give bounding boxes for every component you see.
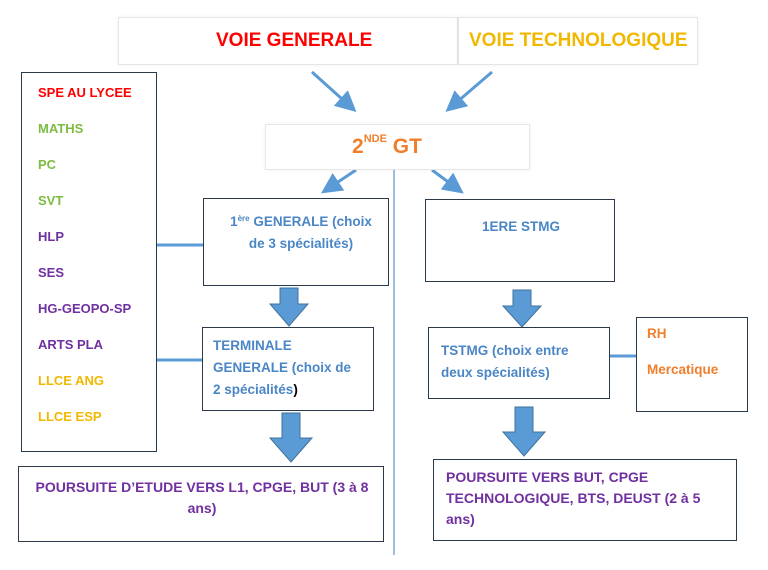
poursuite-techno-box: POURSUITE VERS BUT, CPGE TECHNOLOGIQUE, … bbox=[433, 459, 737, 541]
spe-list-box: SPE AU LYCEE MATHS PC SVT HLP SES HG-GEOPO-SP… bbox=[21, 72, 157, 452]
seconde-sup: NDE bbox=[363, 133, 387, 145]
terminale-line3: 2 spécialités) bbox=[213, 379, 373, 401]
spe-item: HLP bbox=[38, 229, 64, 244]
poursuite-generale-line1: POURSUITE D’ETUDE VERS L1, CPGE, BUT (3 … bbox=[35, 479, 369, 495]
premiere-sup: ère bbox=[237, 214, 250, 223]
spe-mercatique: Mercatique bbox=[647, 362, 719, 377]
tstmg-line2: deux spécialités) bbox=[441, 365, 550, 380]
poursuite-generale-box: POURSUITE D’ETUDE VERS L1, CPGE, BUT (3 … bbox=[18, 466, 384, 542]
premiere-generale-box: 1ère GENERALE (choix de 3 spécialités) bbox=[203, 198, 389, 286]
arrow-seconde-to-premiere-generale bbox=[321, 168, 357, 194]
down-arrow-stmg-to-tstmg bbox=[501, 289, 543, 328]
poursuite-generale-line2: ans) bbox=[187, 500, 217, 516]
spe-item: LLCE ANG bbox=[38, 373, 104, 388]
spe-item: MATHS bbox=[38, 121, 84, 136]
stmg-specialites-box: RH Mercatique bbox=[636, 317, 748, 412]
seconde-num: 2 bbox=[352, 135, 364, 158]
premiere-num: 1 bbox=[230, 214, 238, 229]
seconde-gt-label: 2NDE GT bbox=[352, 133, 422, 159]
poursuite-techno-text: POURSUITE VERS BUT, CPGE TECHNOLOGIQUE, … bbox=[446, 467, 736, 530]
poursuite-generale-text: POURSUITE D’ETUDE VERS L1, CPGE, BUT (3 … bbox=[19, 477, 385, 519]
poursuite-techno-line3: ans) bbox=[446, 511, 475, 527]
spe-item: LLCE ESP bbox=[38, 409, 102, 424]
premiere-generale-text: 1ère GENERALE (choix de 3 spécialités) bbox=[214, 211, 388, 255]
spe-list-title: SPE AU LYCEE bbox=[38, 85, 132, 100]
voie-generale-label: VOIE GENERALE bbox=[216, 30, 373, 51]
arrow-seconde-to-premiere-stmg bbox=[431, 168, 464, 194]
spe-item: HG-GEOPO-SP bbox=[38, 301, 132, 316]
voie-technologique-label: VOIE TECHNOLOGIQUE bbox=[469, 30, 688, 51]
seconde-gt-box: 2NDE GT bbox=[265, 124, 530, 170]
tstmg-text: TSTMG (choix entre deux spécialités) bbox=[441, 340, 609, 384]
voie-generale-box: VOIE GENERALE bbox=[118, 17, 458, 65]
voie-technologique-box: VOIE TECHNOLOGIQUE bbox=[458, 17, 698, 65]
terminale-generale-text: TERMINALE GENERALE (choix de 2 spécialit… bbox=[213, 335, 373, 401]
premiere-line1-rest: GENERALE (choix bbox=[249, 214, 372, 229]
spe-item: PC bbox=[38, 157, 57, 172]
spe-item: SES bbox=[38, 265, 65, 280]
arrow-techno-to-seconde bbox=[445, 70, 493, 112]
tstmg-box: TSTMG (choix entre deux spécialités) bbox=[428, 327, 610, 399]
arrow-generale-to-seconde bbox=[310, 70, 357, 113]
terminale-line3-blue: 2 spécialités bbox=[213, 382, 294, 397]
spe-item: ARTS PLA bbox=[38, 337, 103, 352]
poursuite-techno-line2: TECHNOLOGIQUE, BTS, DEUST (2 à 5 bbox=[446, 490, 701, 506]
terminale-line1: TERMINALE bbox=[213, 338, 292, 353]
terminale-generale-box: TERMINALE GENERALE (choix de 2 spécialit… bbox=[202, 327, 374, 411]
premiere-generale-line2: de 3 spécialités) bbox=[248, 236, 354, 251]
terminale-line2: GENERALE (choix de bbox=[213, 360, 352, 375]
down-arrow-terminale-to-poursuite bbox=[268, 412, 314, 463]
terminale-line3-end: ) bbox=[293, 382, 298, 397]
poursuite-techno-line1: POURSUITE VERS BUT, CPGE bbox=[446, 469, 649, 485]
spe-rh: RH bbox=[647, 326, 667, 341]
down-arrow-tstmg-to-poursuite bbox=[501, 406, 547, 457]
premiere-stmg-box: 1ERE STMG bbox=[425, 199, 615, 282]
spe-item: SVT bbox=[38, 193, 64, 208]
premiere-generale-line1: 1ère GENERALE (choix bbox=[214, 211, 388, 233]
seconde-rest: GT bbox=[386, 135, 422, 158]
down-arrow-premiere-to-terminale bbox=[268, 287, 310, 327]
tstmg-line1: TSTMG (choix entre bbox=[441, 343, 569, 358]
premiere-stmg-label: 1ERE STMG bbox=[481, 219, 560, 234]
